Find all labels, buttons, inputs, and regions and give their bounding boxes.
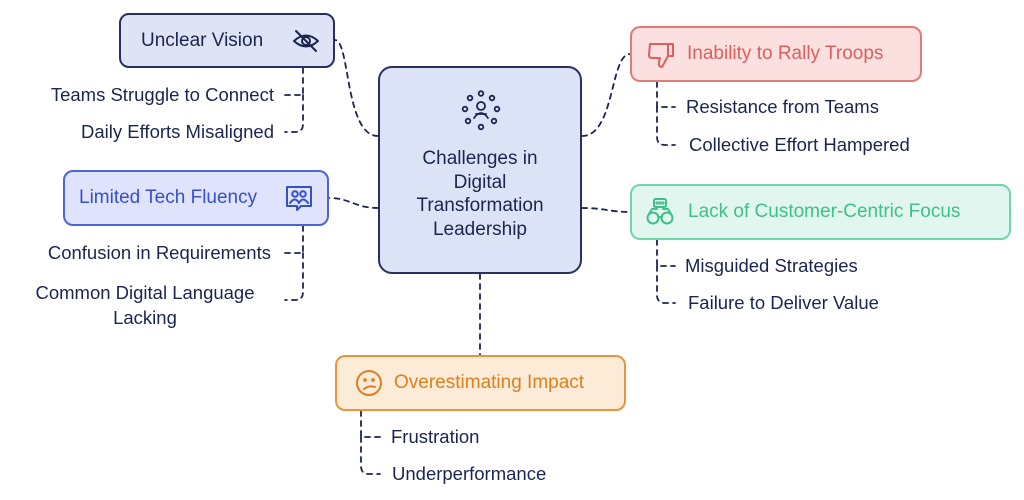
connector-leaf-confusion — [284, 225, 304, 254]
branch-label: Limited Tech Fluency — [79, 187, 258, 208]
connector-leaf-common-language — [284, 252, 304, 301]
connector-leaf-underperformance — [360, 436, 381, 475]
connector-leaf-teams-struggle — [284, 67, 304, 96]
leaf-common-language: Common Digital Language Lacking — [35, 282, 255, 328]
branch-overestimating: Overestimating Impact — [335, 355, 626, 411]
branch-tech-fluency: Limited Tech Fluency — [63, 170, 329, 226]
branch-unclear-vision: Unclear Vision — [119, 13, 335, 68]
connector-leaf-resistance — [656, 81, 676, 108]
leaf-underperformance: Underperformance — [392, 463, 547, 484]
leaf-teams-struggle: Teams Struggle to Connect — [50, 84, 274, 105]
connector-leaf-failure — [656, 265, 676, 304]
leaf-resistance: Resistance from Teams — [686, 96, 879, 117]
branch-label: Inability to Rally Troops — [687, 43, 884, 64]
connector-unclear-vision — [334, 39, 379, 137]
people-chat-icon — [284, 183, 314, 213]
connector-leaf-frustration — [360, 410, 381, 438]
connector-tech-fluency — [328, 197, 379, 209]
leaf-failure: Failure to Deliver Value — [688, 292, 879, 313]
leaf-frustration: Frustration — [391, 426, 480, 447]
people-network-icon — [459, 90, 503, 134]
leaf-daily-efforts: Daily Efforts Misaligned — [81, 121, 274, 142]
leaf-confusion: Confusion in Requirements — [47, 242, 271, 263]
branch-customer-focus: Lack of Customer-Centric Focus — [630, 184, 1011, 240]
connector-leaf-collective — [656, 106, 676, 146]
branch-label: Lack of Customer-Centric Focus — [688, 201, 961, 222]
leaf-misguided: Misguided Strategies — [685, 255, 858, 276]
connector-rally-troops — [581, 53, 631, 137]
connector-leaf-daily-efforts — [284, 94, 304, 133]
connector-leaf-misguided — [656, 239, 676, 267]
connector-customer-focus — [581, 207, 631, 213]
center-title: Challenges in Digital Transformation Lea… — [416, 148, 544, 240]
branch-label: Unclear Vision — [141, 29, 264, 51]
thumbs-down-icon — [646, 40, 676, 70]
eye-off-icon — [291, 26, 321, 56]
center-topic: Challenges in Digital Transformation Lea… — [378, 66, 582, 274]
confused-face-icon — [354, 368, 384, 398]
binoculars-icon — [645, 197, 675, 227]
branch-label: Overestimating Impact — [394, 372, 585, 393]
branch-rally-troops: Inability to Rally Troops — [630, 26, 922, 82]
leaf-collective: Collective Effort Hampered — [689, 134, 910, 155]
